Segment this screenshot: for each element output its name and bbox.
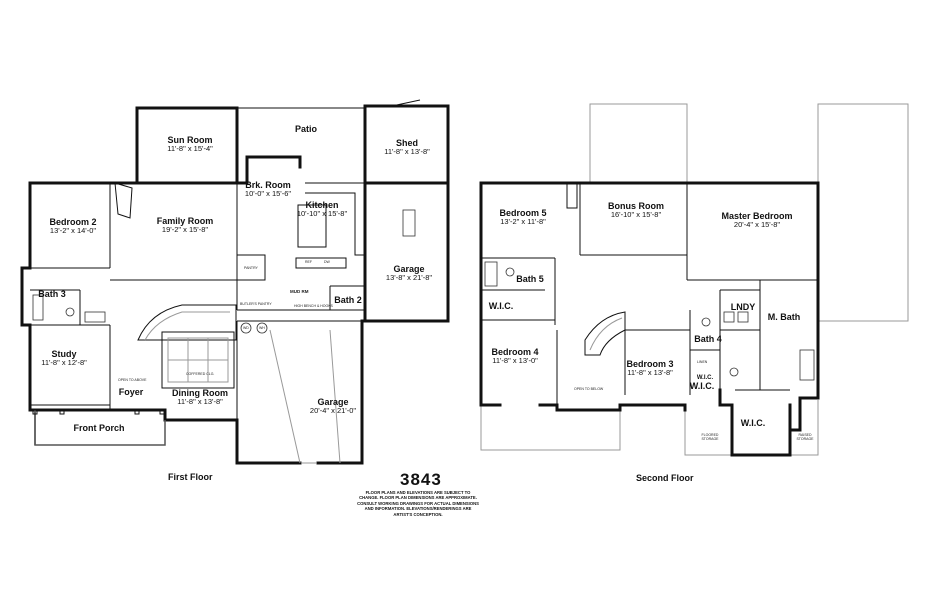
dw-note: DW (324, 260, 330, 264)
bonus-room-label: Bonus Room 16'-10" x 15'-8" (598, 201, 674, 220)
wic-1-name: W.I.C. (488, 301, 514, 311)
bath-5-label: Bath 5 (512, 274, 548, 284)
lndy-label: LNDY (726, 302, 760, 312)
master-bedroom-label: Master Bedroom 20'-4" x 15'-8" (712, 211, 802, 230)
floored-storage-note: FLOORED STORAGE (701, 433, 719, 441)
foyer-label: Foyer (114, 387, 148, 397)
dining-room-label: Dining Room 11'-8" x 13'-8" (165, 388, 235, 407)
bath-2-name: Bath 2 (334, 295, 362, 305)
wh-note: WH (259, 326, 265, 330)
dining-room-dimensions: 11'-8" x 13'-8" (177, 397, 223, 407)
kitchen-dimensions: 10'-10" x 15'-8" (296, 209, 348, 219)
kitchen-label: Kitchen 10'-10" x 15'-8" (294, 200, 350, 219)
bonus-room-name: Bonus Room (608, 201, 664, 211)
plan-number: 3843 (400, 470, 442, 489)
raised-storage-note: RAISED STORAGE (796, 433, 814, 441)
bedroom-3-label: Bedroom 3 11'-8" x 13'-8" (618, 359, 682, 378)
wic-1-label: W.I.C. (484, 301, 518, 311)
dining-room-name: Dining Room (172, 388, 228, 398)
family-room-dimensions: 19'-2" x 15'-8" (161, 225, 209, 235)
garage-1-dimensions: 13'-8" x 21'-8" (385, 273, 433, 283)
coffered-note: COFFERED CLG. (186, 372, 215, 376)
shed-dimensions: 11'-8" x 13'-8" (384, 147, 430, 157)
pantry-note: PANTRY (244, 266, 258, 270)
bath-5-name: Bath 5 (516, 274, 544, 284)
bedroom-5-name: Bedroom 5 (499, 208, 547, 218)
bedroom-3-name: Bedroom 3 (626, 359, 674, 369)
wic-2-name: W.I.C. (696, 375, 714, 381)
foyer-name: Foyer (118, 387, 144, 397)
bedroom-2-name: Bedroom 2 (49, 217, 97, 227)
study-label: Study 11'-8" x 12'-8" (33, 349, 95, 368)
wic-3-name: W.I.C. (689, 381, 715, 391)
study-dimensions: 11'-8" x 12'-8" (41, 358, 87, 368)
bedroom-4-name: Bedroom 4 (491, 347, 539, 357)
shed-name: Shed (395, 138, 418, 148)
bedroom-5-label: Bedroom 5 13'-2" x 11'-8" (488, 208, 558, 227)
open-to-below-note: OPEN TO BELOW (574, 387, 604, 391)
front-porch-label: Front Porch (64, 423, 134, 433)
bath-2-label: Bath 2 (330, 295, 366, 305)
first-floor-walls (20, 99, 450, 465)
open-to-above-note: OPEN TO ABOVE (118, 378, 147, 382)
patio-label: Patio (276, 124, 336, 134)
sun-room-label: Sun Room 11'-8" x 15'-4" (150, 135, 230, 154)
study-name: Study (51, 349, 77, 359)
first-floor-title: First Floor (168, 472, 213, 482)
master-bedroom-dimensions: 20'-4" x 15'-8" (733, 220, 781, 230)
m-bath-name: M. Bath (767, 312, 801, 322)
garage-2-dimensions: 20'-4" x 21'-0" (309, 406, 357, 416)
garage-1-name: Garage (393, 264, 425, 274)
bedroom-4-dimensions: 11'-8" x 13'-0" (492, 356, 538, 366)
family-room-name: Family Room (156, 216, 214, 226)
wd-note: WD (243, 326, 249, 330)
kitchen-name: Kitchen (305, 200, 339, 210)
butlers-pantry-note: BUTLER'S PANTRY (240, 302, 272, 306)
bench-note: HIGH BENCH & HOOKS (294, 304, 333, 308)
bath-3-name: Bath 3 (38, 289, 66, 299)
bedroom-4-label: Bedroom 4 11'-8" x 13'-0" (483, 347, 547, 366)
ref-note: REF (305, 260, 312, 264)
bedroom-3-dimensions: 11'-8" x 13'-8" (627, 368, 673, 378)
brk-room-name: Brk. Room (245, 180, 291, 190)
bath-4-label: Bath 4 (690, 334, 726, 344)
bedroom-2-dimensions: 13'-2" x 14'-0" (49, 226, 97, 236)
patio-name: Patio (294, 124, 317, 134)
bedroom-5-dimensions: 13'-2" x 11'-8" (500, 217, 546, 227)
disclaimer-text: FLOOR PLANS AND ELEVATIONS ARE SUBJECT T… (357, 490, 479, 517)
front-porch-name: Front Porch (73, 423, 125, 433)
linen-note: LINEN (697, 360, 708, 364)
bonus-room-dimensions: 16'-10" x 15'-8" (610, 210, 662, 220)
family-room-label: Family Room 19'-2" x 15'-8" (145, 216, 225, 235)
shed-label: Shed 11'-8" x 13'-8" (372, 138, 442, 157)
wic-4-name: W.I.C. (740, 418, 766, 428)
sun-room-dimensions: 11'-8" x 15'-4" (167, 144, 213, 154)
second-floor-walls (479, 103, 909, 457)
bath-3-label: Bath 3 (32, 289, 72, 299)
garage-1-label: Garage 13'-8" x 21'-8" (372, 264, 446, 283)
brk-room-dimensions: 10'-0" x 15'-6" (244, 189, 292, 199)
wic-3-label: W.I.C. (685, 381, 719, 391)
mud-rm-note: MUD RM (290, 289, 309, 294)
brk-room-label: Brk. Room 10'-0" x 15'-6" (240, 180, 296, 199)
garage-2-name: Garage (317, 397, 349, 407)
wic-2-label: W.I.C. (690, 375, 720, 382)
bath-4-name: Bath 4 (694, 334, 722, 344)
sun-room-name: Sun Room (167, 135, 213, 145)
bedroom-2-label: Bedroom 2 13'-2" x 14'-0" (38, 217, 108, 236)
front-porch-outline (32, 409, 166, 446)
m-bath-label: M. Bath (764, 312, 804, 322)
garage-2-label: Garage 20'-4" x 21'-0" (298, 397, 368, 416)
second-floor-title: Second Floor (636, 473, 694, 483)
master-bedroom-name: Master Bedroom (721, 211, 793, 221)
wic-4-label: W.I.C. (736, 418, 770, 428)
lndy-name: LNDY (730, 302, 756, 312)
